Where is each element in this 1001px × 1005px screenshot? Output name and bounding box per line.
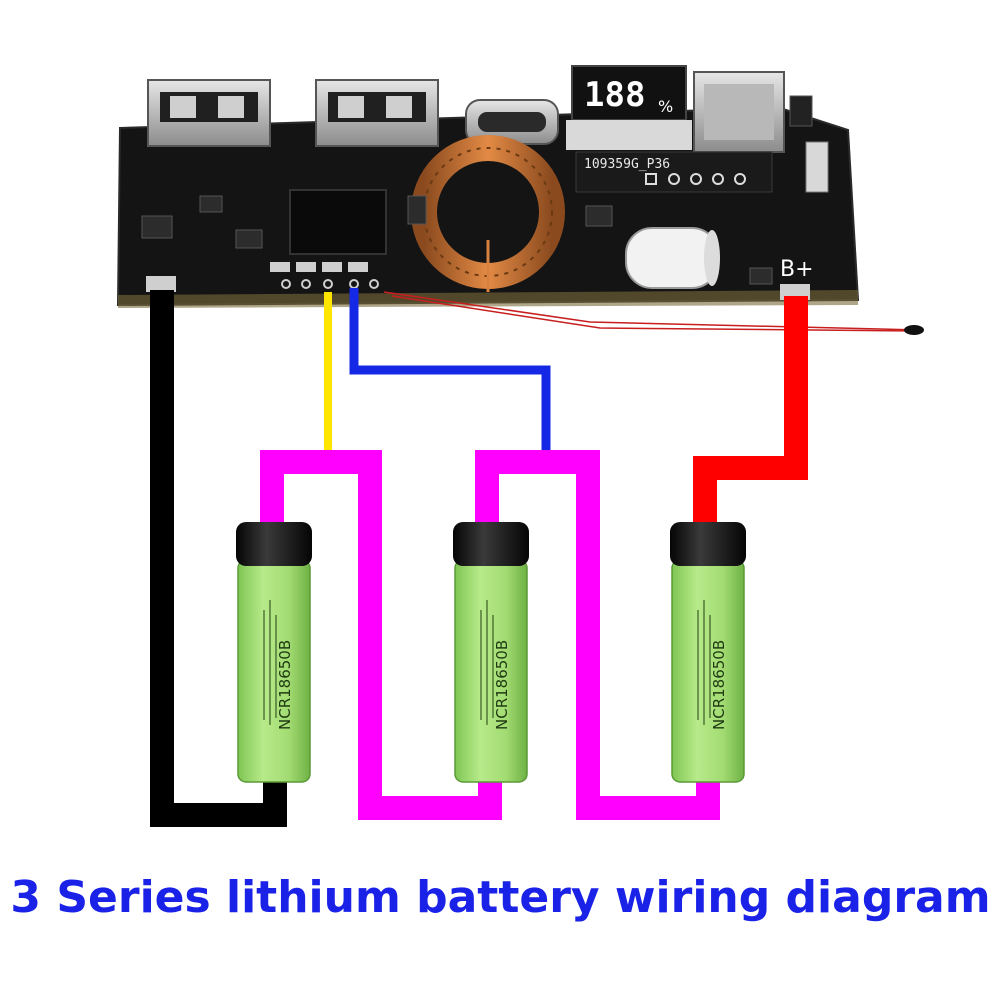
battery-3: NCR18650B — [670, 522, 746, 783]
battery-2-model: NCR18650B — [493, 640, 511, 730]
usb-a-port-2 — [315, 79, 439, 147]
board-model-label: 109359G_P36 — [584, 157, 670, 172]
positive-wire — [693, 296, 808, 528]
b-plus-label: B+ — [780, 257, 814, 282]
series-link-wire-1 — [260, 450, 502, 820]
negative-wire — [150, 290, 287, 827]
thermistor — [904, 325, 924, 335]
battery-2: NCR18650B — [453, 522, 529, 783]
display-unit: % — [658, 97, 673, 116]
battery-3-model: NCR18650B — [710, 640, 728, 730]
capacitor — [625, 227, 720, 289]
micro-usb-port — [693, 71, 785, 153]
thermistor-wire — [383, 291, 921, 332]
battery-1: NCR18650B — [236, 522, 312, 783]
display-digits: 188 — [584, 75, 645, 115]
battery-display: 188 % — [566, 65, 692, 150]
battery-1-model: NCR18650B — [276, 640, 294, 730]
diagram-caption: 3 Series lithium battery wiring diagram — [10, 872, 991, 923]
series-link-wire-2 — [475, 450, 720, 820]
blue-wire — [349, 288, 551, 452]
power-button — [789, 95, 813, 127]
power-bank-board: 188 % 109359G_P36 — [116, 65, 860, 308]
inductor — [289, 189, 387, 255]
usb-a-port-1 — [147, 79, 271, 147]
